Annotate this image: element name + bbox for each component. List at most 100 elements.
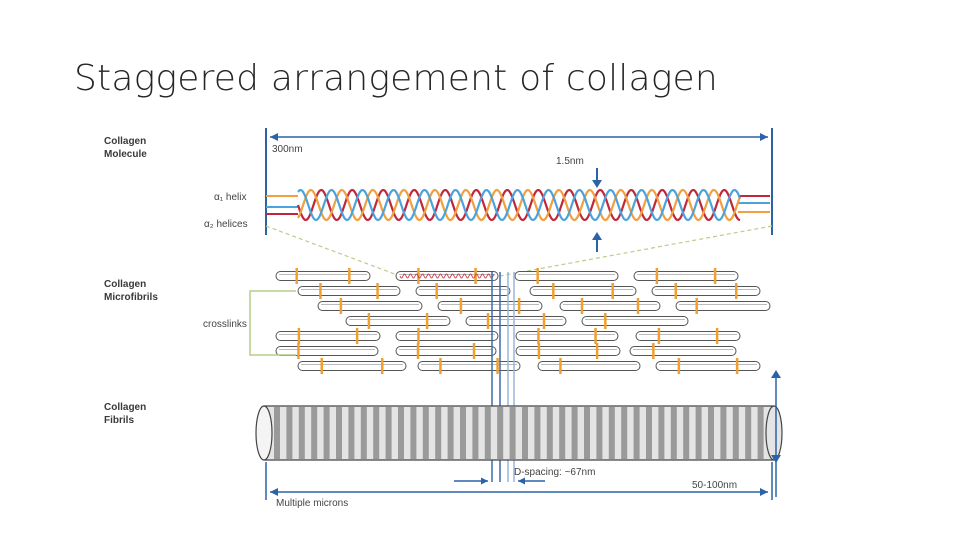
slide-title: Staggered arrangement of collagen bbox=[74, 58, 718, 99]
length-bracket bbox=[265, 128, 773, 235]
fibril-band bbox=[534, 407, 541, 459]
helix-strand-blue bbox=[297, 189, 742, 222]
fibril-band bbox=[410, 407, 417, 459]
fibril-band bbox=[621, 407, 628, 459]
fibril-band bbox=[584, 407, 590, 459]
microfibril bbox=[581, 316, 689, 326]
alpha2-label: α₂ helices bbox=[204, 219, 248, 230]
microfibril bbox=[395, 331, 499, 341]
crosslinks-label: crosslinks bbox=[203, 319, 247, 330]
microfibril bbox=[633, 271, 739, 281]
alpha1-label: α₁ helix bbox=[214, 192, 247, 203]
zoom-guide-lines bbox=[265, 225, 773, 277]
fibril-band bbox=[360, 407, 367, 459]
crosslinks-bracket bbox=[249, 290, 296, 356]
fibril-band bbox=[447, 407, 454, 459]
fibril-band bbox=[757, 407, 764, 459]
molecule-label-line2: Molecule bbox=[104, 149, 147, 160]
fibril-band bbox=[348, 407, 355, 459]
fibril-band bbox=[398, 407, 404, 459]
diameter-arrows bbox=[592, 168, 602, 252]
fibril-band bbox=[546, 407, 553, 459]
microfibril bbox=[345, 316, 451, 326]
fibril-band bbox=[571, 407, 578, 459]
microfibril bbox=[629, 346, 737, 356]
fibril-band bbox=[683, 407, 690, 459]
microfibril bbox=[537, 361, 641, 371]
microfibril bbox=[514, 271, 619, 281]
fibril-band bbox=[460, 407, 466, 459]
fibril-band bbox=[311, 407, 318, 459]
microfibril bbox=[417, 361, 521, 371]
helix-strand-orange bbox=[297, 188, 742, 222]
fibril-band bbox=[646, 407, 652, 459]
d-spacing-label: D-spacing: ~67nm bbox=[514, 467, 595, 478]
fibrils-label-line2: Fibrils bbox=[104, 415, 134, 426]
fibril-left-cap bbox=[255, 405, 273, 461]
microfibrils-label-line2: Microfibrils bbox=[104, 292, 158, 303]
fibril-width-arrow bbox=[771, 370, 781, 497]
microfibrils-label-line1: Collagen bbox=[104, 279, 146, 290]
fibril-band bbox=[559, 407, 566, 459]
fibril-band bbox=[435, 407, 442, 459]
fibril-band bbox=[633, 407, 640, 459]
fibril-band bbox=[422, 407, 429, 459]
microfibril bbox=[559, 301, 661, 311]
fibril-band bbox=[720, 407, 727, 459]
fibril-band bbox=[298, 407, 305, 459]
highlighted-helix bbox=[399, 273, 495, 279]
length-microns-arrow bbox=[265, 462, 773, 500]
fibril-band bbox=[608, 407, 615, 459]
fibril-band bbox=[472, 407, 479, 459]
microfibril bbox=[415, 286, 511, 296]
fibril-band bbox=[385, 407, 392, 459]
fibril-band bbox=[323, 407, 330, 459]
fibril-band bbox=[596, 407, 603, 459]
fibril-band bbox=[274, 407, 280, 459]
fibril-band bbox=[522, 407, 528, 459]
fibril-band bbox=[732, 407, 739, 459]
microfibril-array bbox=[275, 268, 771, 374]
fibril-band bbox=[497, 407, 504, 459]
fibril-band bbox=[658, 407, 665, 459]
triple-helix bbox=[296, 188, 742, 222]
fibril-band bbox=[708, 407, 714, 459]
microfibril bbox=[395, 346, 497, 356]
microfibril bbox=[515, 346, 621, 356]
microfibril bbox=[635, 331, 741, 341]
d-spacing-arrows bbox=[454, 477, 545, 485]
microfibril bbox=[297, 286, 401, 296]
helix-strand-red bbox=[296, 188, 741, 222]
diameter-label: 1.5nm bbox=[556, 156, 584, 167]
fibrils-label-line1: Collagen bbox=[104, 402, 146, 413]
microfibril bbox=[395, 271, 499, 281]
fibril-band bbox=[484, 407, 491, 459]
microfibril bbox=[651, 286, 761, 296]
fibril-band bbox=[509, 407, 516, 459]
fibril-band bbox=[695, 407, 702, 459]
fibril-width-label: 50-100nm bbox=[692, 480, 737, 491]
microfibril bbox=[529, 286, 637, 296]
multiple-microns-label: Multiple microns bbox=[276, 498, 348, 509]
microfibril bbox=[275, 331, 381, 341]
microfibril bbox=[275, 346, 379, 356]
fibril-band bbox=[336, 407, 342, 459]
molecule-label-line1: Collagen bbox=[104, 136, 146, 147]
microfibril bbox=[465, 316, 567, 326]
microfibril bbox=[675, 301, 771, 311]
microfibril bbox=[437, 301, 543, 311]
length-label: 300nm bbox=[272, 144, 303, 155]
fibril-band bbox=[745, 407, 752, 459]
microfibril bbox=[317, 301, 423, 311]
fibril-band bbox=[286, 407, 293, 459]
fibril-right-cap bbox=[765, 405, 783, 461]
fibril-band bbox=[373, 407, 380, 459]
fibril-band bbox=[670, 407, 677, 459]
helix-tails bbox=[266, 195, 770, 215]
microfibril bbox=[515, 331, 619, 341]
microfibril bbox=[275, 271, 371, 281]
microfibril bbox=[297, 361, 407, 371]
microfibril bbox=[655, 361, 761, 371]
collagen-fibril bbox=[255, 405, 783, 461]
